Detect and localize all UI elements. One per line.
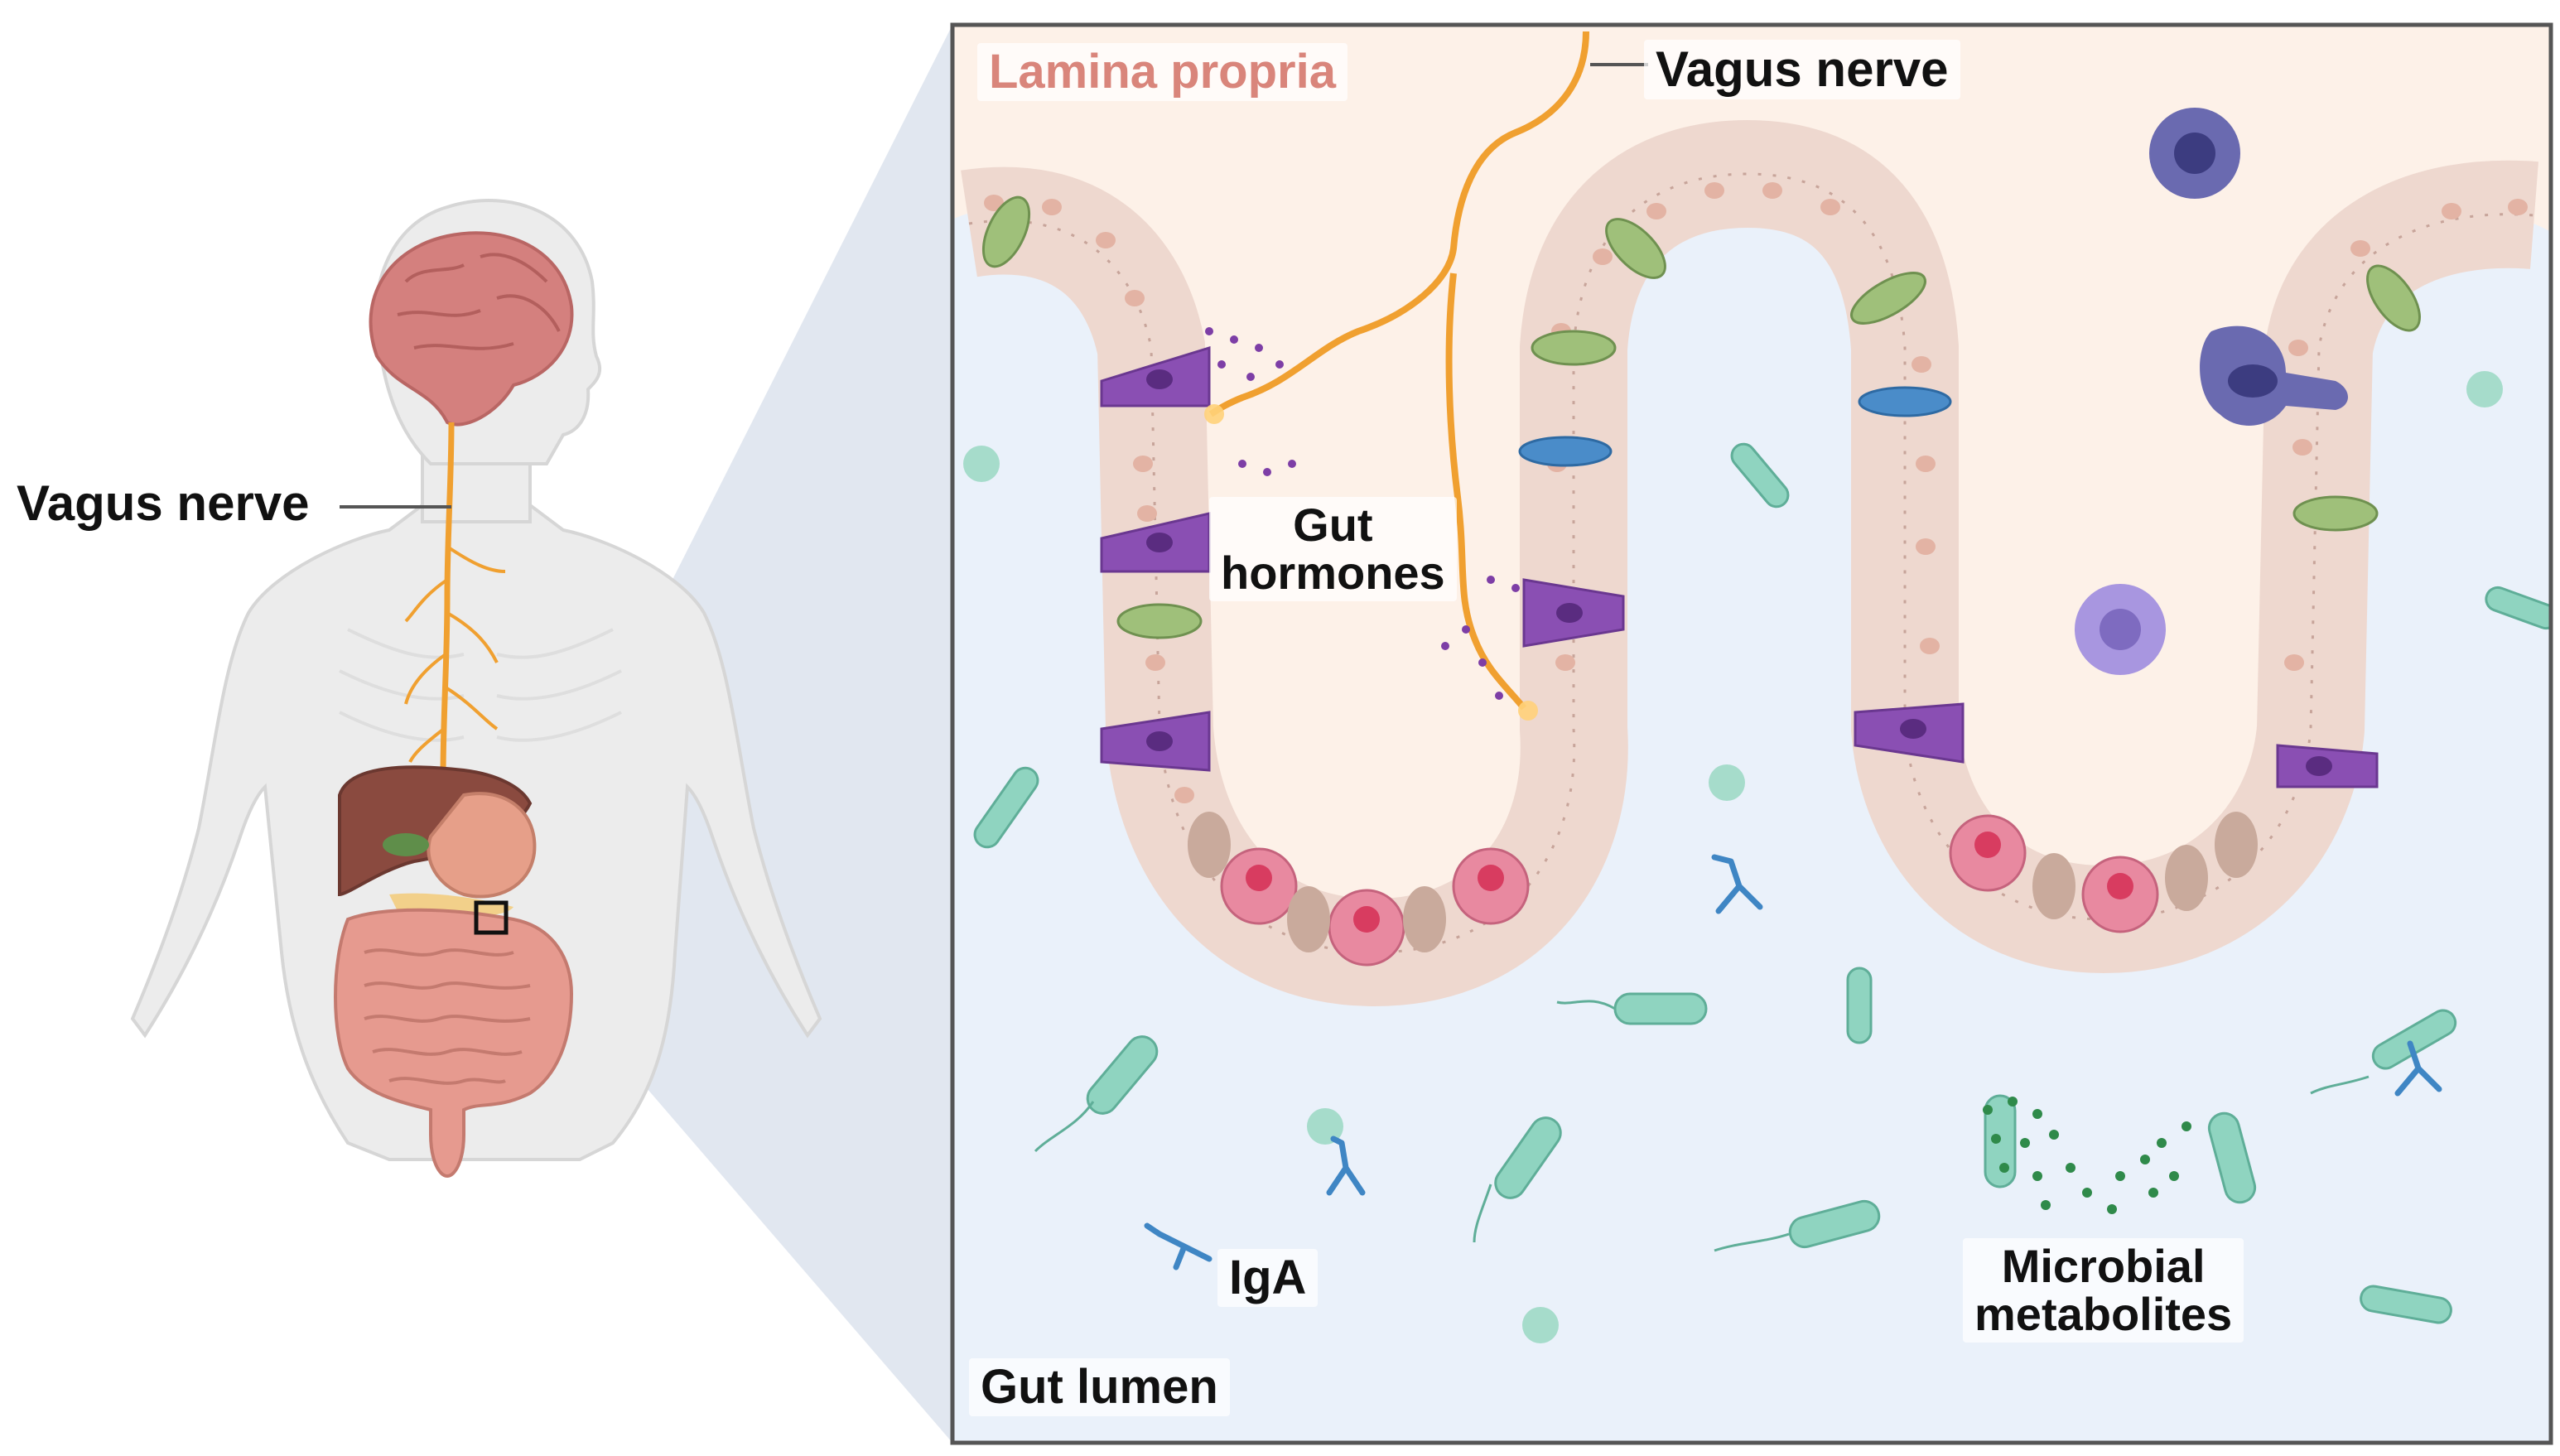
stomach <box>427 792 537 899</box>
microbial-metabolites-line1: Microbial <box>2001 1240 2206 1292</box>
vagus-nerve-panel <box>1208 31 1589 417</box>
immune-cell-dendritic <box>2075 584 2166 675</box>
gut-hormones-line2: hormones <box>1221 547 1445 599</box>
zoom-panel <box>950 22 2553 1445</box>
iga-label: IgA <box>1217 1249 1319 1307</box>
vagus-branches <box>404 545 506 763</box>
bacteria <box>973 442 2551 1324</box>
enterocyte-nuclei <box>984 182 2528 803</box>
paneth-nuclei <box>1246 832 2133 933</box>
bacteria-flagella <box>1034 1000 2370 1252</box>
crypt-cells <box>1188 812 2258 952</box>
microbial-metabolites-label: Microbial metabolites <box>1963 1238 2244 1343</box>
intestines <box>334 908 574 1179</box>
goblet-cells <box>981 195 2421 639</box>
tuft-cells <box>1518 386 1952 467</box>
gut-hormones-label: Gut hormones <box>1209 497 1457 601</box>
lamina-propria-area <box>952 25 2551 936</box>
gallbladder <box>383 833 429 856</box>
zoom-marker <box>474 900 509 935</box>
vagus-nerve-branch <box>1445 272 1527 711</box>
iga-antibodies <box>1144 854 2442 1270</box>
intestine-loops <box>364 948 531 1085</box>
vagus-nerve-panel-label: Vagus nerve <box>1644 40 1960 99</box>
microbial-metabolites-line2: metabolites <box>1974 1288 2233 1340</box>
cocci <box>963 371 2503 1343</box>
brain-folds <box>397 253 561 350</box>
vagus-nerve-body-label: Vagus nerve <box>17 475 310 531</box>
brain <box>369 231 574 427</box>
zoom-panel-frame <box>950 22 2553 1445</box>
immune-cell-macrophage <box>2200 325 2348 426</box>
gut-hormone-dots <box>1205 327 1520 700</box>
nerve-terminal <box>1204 404 1224 424</box>
gut-lumen-label: Gut lumen <box>969 1358 1230 1416</box>
metabolite-dots <box>1983 1097 2191 1214</box>
immune-cell-dark <box>2149 108 2240 199</box>
ee-nuclei <box>1146 369 2332 776</box>
human-body <box>130 199 822 1179</box>
lamina-propria-label: Lamina propria <box>977 43 1347 101</box>
gut-hormones-line1: Gut <box>1293 499 1373 551</box>
nerve-terminal <box>1518 701 1538 721</box>
vagus-nerve-body <box>440 422 455 779</box>
